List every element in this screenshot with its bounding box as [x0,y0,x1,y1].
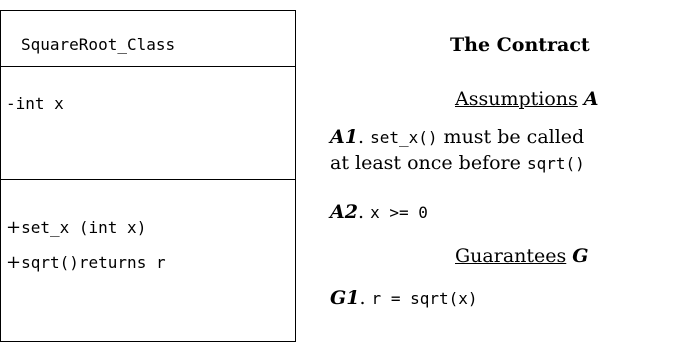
assumption-code: sqrt() [526,154,585,173]
public-visibility-marker: + [6,217,22,238]
guarantee-code: r = sqrt(x) [371,289,478,308]
guarantee-label: G1 [330,287,360,309]
public-visibility-marker: + [6,252,22,273]
operation-signature: sqrt()returns r [21,253,166,272]
label-separator: . [357,126,365,148]
assumptions-heading-text: Assumptions [455,88,578,110]
assumption-label: A1 [330,126,358,148]
assumption-text: at least once before [330,152,521,174]
class-name-compartment: SquareRoot_Class [1,11,295,67]
class-name: SquareRoot_Class [21,35,176,54]
assumption-a2: A2. x >= 0 [330,201,428,223]
assumption-text: must be called [443,126,585,148]
contract-title: The Contract [450,34,590,56]
guarantees-symbol: G [572,245,589,267]
guarantees-heading-text: Guarantees [455,245,567,267]
assumption-label: A2 [330,201,358,223]
assumptions-symbol: A [583,88,599,110]
label-separator: . [359,287,366,309]
assumption-a1-line1: A1. set_x() must be called [330,126,584,148]
attributes-compartment: -int x [1,67,295,180]
operation-sqrt: +sqrt()returns r [6,253,166,273]
guarantee-g1: G1. r = sqrt(x) [330,287,478,309]
assumption-code: x >= 0 [370,203,428,222]
operation-signature: set_x (int x) [21,218,147,237]
operation-set-x: +set_x (int x) [6,218,146,238]
label-separator: . [357,201,365,223]
uml-class-box: SquareRoot_Class -int x +set_x (int x) +… [0,10,296,342]
attribute-x: -int x [6,94,64,113]
assumption-a1-line2: at least once before sqrt() [330,152,585,174]
assumption-code: set_x() [370,128,438,147]
operations-compartment: +set_x (int x) +sqrt()returns r [1,180,295,341]
